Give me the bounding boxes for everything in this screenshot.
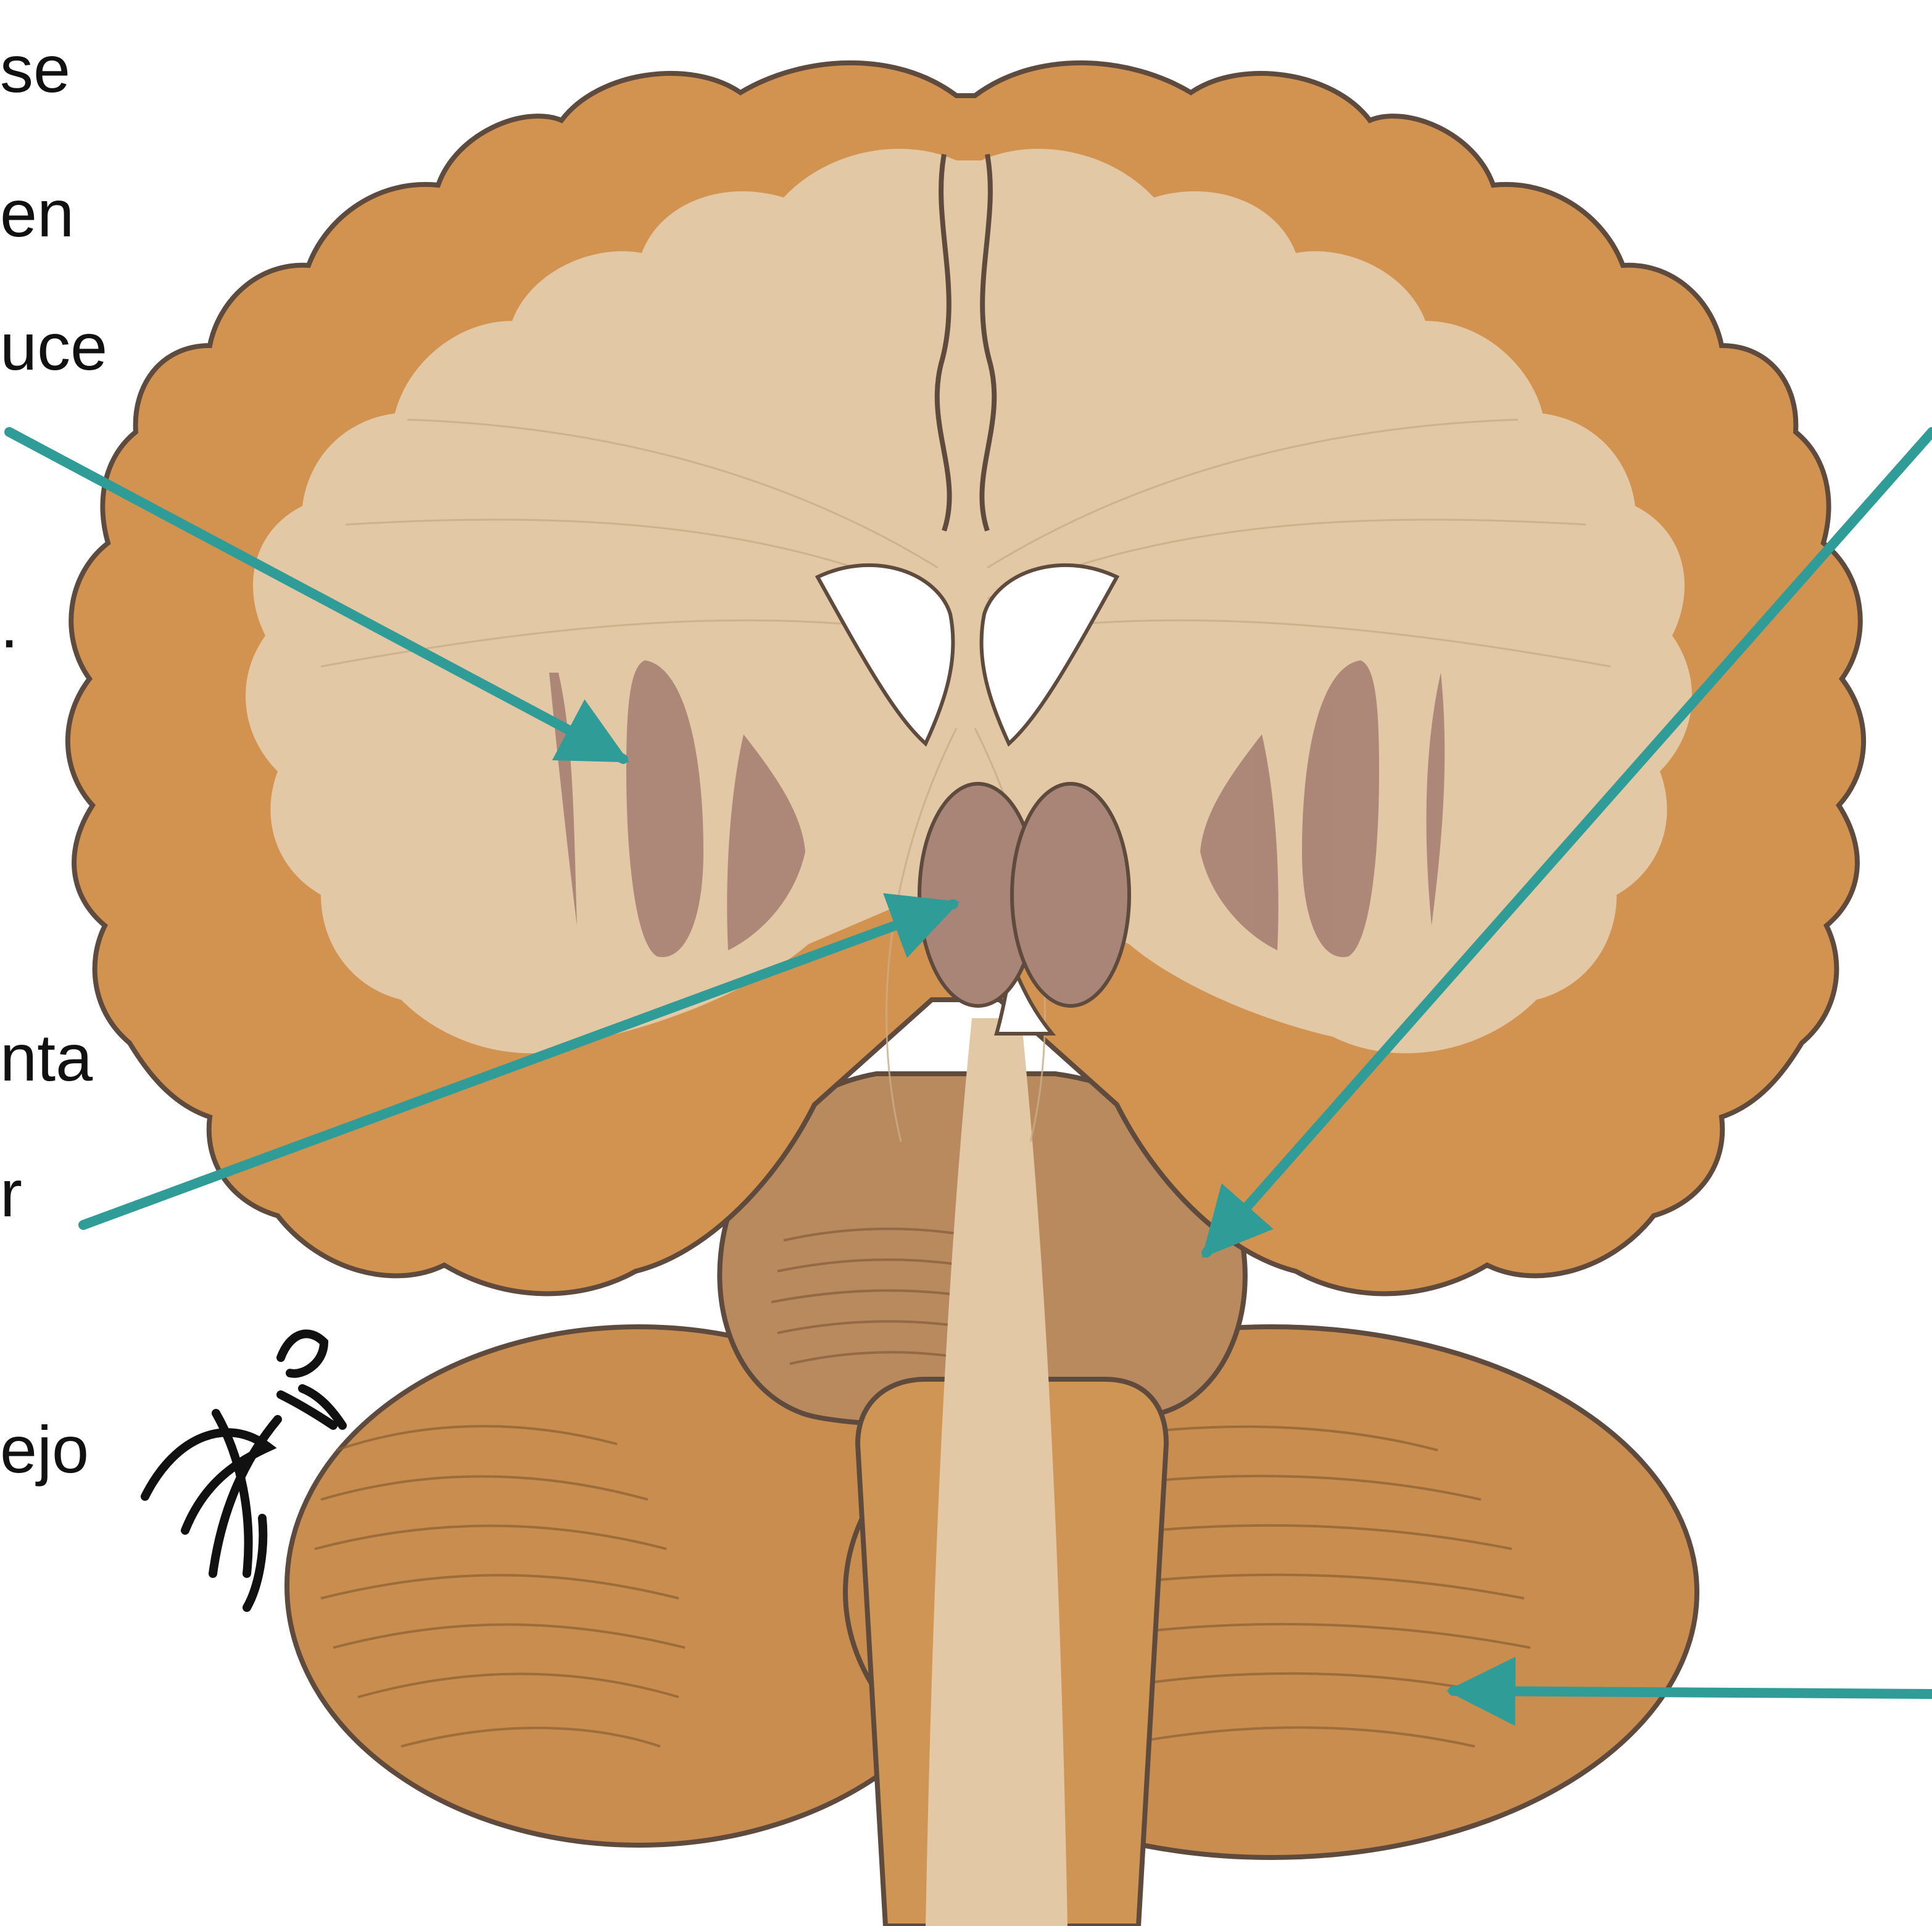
right-thalamus bbox=[1012, 784, 1129, 1006]
arrow-to-cerebellum bbox=[1453, 1691, 1932, 1694]
